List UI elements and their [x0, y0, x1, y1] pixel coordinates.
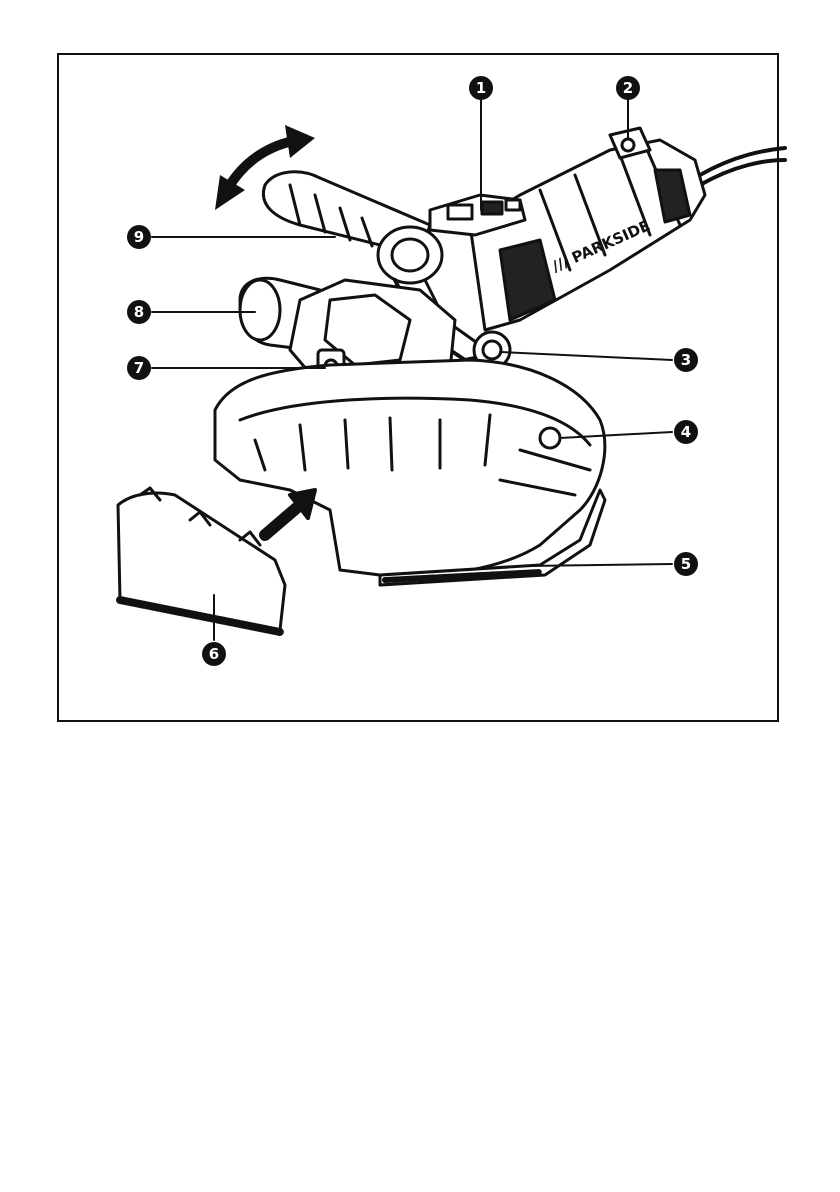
callout-badge-3: 3: [674, 348, 698, 372]
callout-badge-1: 1: [469, 76, 493, 100]
insertion-arrow: [265, 490, 315, 535]
svg-text:8: 8: [134, 303, 144, 321]
svg-text:7: 7: [134, 359, 144, 377]
svg-text:2: 2: [623, 79, 633, 97]
callout-badge-7: 7: [127, 356, 151, 380]
svg-text:9: 9: [134, 228, 144, 246]
callout-badge-8: 8: [127, 300, 151, 324]
removable-brush-segment: [118, 488, 285, 632]
protective-hood: [215, 360, 605, 576]
svg-text:3: 3: [681, 351, 691, 369]
svg-text:5: 5: [681, 555, 691, 573]
motor-housing: [470, 128, 705, 330]
callout-badge-2: 2: [616, 76, 640, 100]
svg-text:4: 4: [681, 423, 691, 441]
callout-badge-6: 6: [202, 642, 226, 666]
callout-badge-4: 4: [674, 420, 698, 444]
callout-badge-5: 5: [674, 552, 698, 576]
svg-text:1: 1: [476, 79, 486, 97]
callout-badge-9: 9: [127, 225, 151, 249]
svg-text:6: 6: [209, 645, 219, 663]
